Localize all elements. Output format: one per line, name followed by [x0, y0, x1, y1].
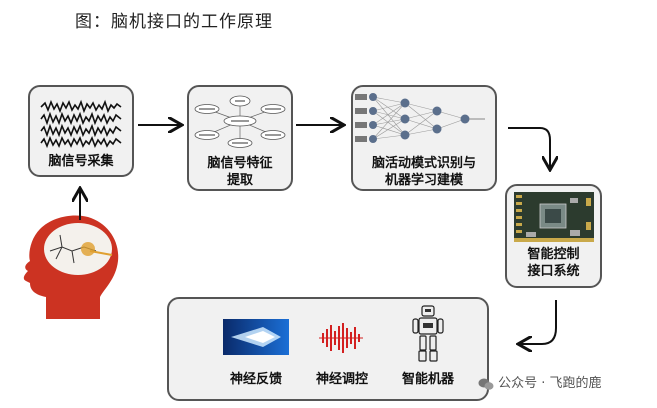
feature-extraction-box: 脑信号特征 提取	[187, 85, 293, 191]
robot-icon	[412, 305, 444, 362]
arrow-model-to-control	[508, 127, 550, 168]
signal-acquisition-box: 脑信号采集	[28, 85, 134, 177]
step-acquisition-label: 脑信号采集	[48, 154, 114, 169]
output-machine-label: 智能机器	[401, 372, 454, 387]
neural-regulation-icon	[319, 323, 363, 353]
watermark: 公众号 · 飞跑的鹿	[478, 372, 602, 391]
step-control-label-2: 接口系统	[527, 264, 580, 279]
control-interface-box: 智能控制 接口系统	[505, 184, 602, 288]
step-feature-label-1: 脑信号特征	[207, 156, 273, 171]
neural-feedback-icon	[223, 319, 289, 355]
output-regulation-label: 神经调控	[315, 372, 368, 387]
step-model-label-1: 脑活动模式识别与	[371, 156, 476, 171]
arrow-control-to-outputs	[520, 300, 557, 344]
wechat-icon	[478, 377, 494, 391]
step-feature-label-2: 提取	[226, 173, 253, 188]
feature-mindmap-icon	[194, 95, 286, 148]
ml-modeling-box: 脑活动模式识别与 机器学习建模	[351, 85, 497, 191]
human-head-icon	[23, 215, 119, 319]
neural-network-icon	[355, 93, 485, 143]
outputs-box: 神经反馈 神经调控 智能机器	[167, 297, 489, 401]
output-feedback-label: 神经反馈	[229, 372, 282, 387]
figure-title: 图：脑机接口的工作原理	[75, 12, 273, 32]
watermark-text: 公众号 · 飞跑的鹿	[498, 376, 602, 391]
step-model-label-2: 机器学习建模	[384, 173, 463, 188]
circuit-board-icon	[514, 192, 594, 242]
eeg-waves-icon	[40, 99, 122, 149]
step-control-label-1: 智能控制	[527, 247, 580, 262]
